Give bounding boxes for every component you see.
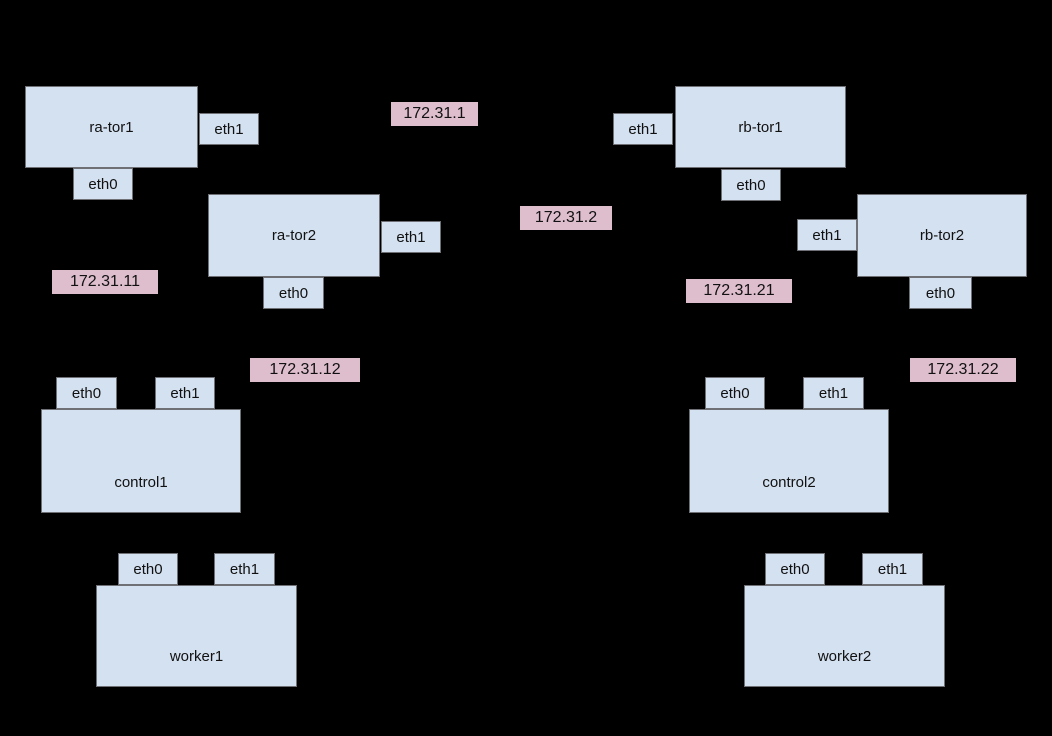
port-label: eth1 bbox=[170, 384, 200, 402]
network-label-text: 172.31.21 bbox=[703, 282, 775, 299]
node-label: control1 bbox=[114, 474, 168, 491]
node-label: worker2 bbox=[817, 648, 872, 665]
port-rb-tor2-eth0[interactable]: eth0 bbox=[909, 277, 972, 309]
port-ra-tor2-eth1[interactable]: eth1 bbox=[381, 221, 441, 253]
port-control2-eth0[interactable]: eth0 bbox=[705, 377, 765, 409]
port-label: eth1 bbox=[877, 560, 908, 578]
port-ra-tor1-eth1[interactable]: eth1 bbox=[199, 113, 259, 145]
network-label-text: 172.31.12 bbox=[269, 361, 341, 378]
network-label-172-31-11[interactable]: 172.31.11 bbox=[52, 270, 158, 294]
port-control1-eth1[interactable]: eth1 bbox=[155, 377, 215, 409]
port-label: eth1 bbox=[818, 384, 849, 402]
node-label: rb-tor2 bbox=[919, 227, 965, 244]
node-ra-tor1[interactable]: ra-tor1 bbox=[25, 86, 198, 168]
network-label-172-31-1[interactable]: 172.31.1 bbox=[391, 102, 478, 126]
port-rb-tor1-eth1[interactable]: eth1 bbox=[613, 113, 673, 145]
network-label-172-31-21[interactable]: 172.31.21 bbox=[686, 279, 792, 303]
port-worker2-eth1[interactable]: eth1 bbox=[862, 553, 923, 585]
port-label: eth1 bbox=[396, 228, 426, 246]
network-label-172-31-12[interactable]: 172.31.12 bbox=[250, 358, 360, 382]
port-label: eth0 bbox=[71, 384, 102, 402]
port-label: eth1 bbox=[812, 226, 842, 244]
port-ra-tor2-eth0[interactable]: eth0 bbox=[263, 277, 324, 309]
node-ra-tor2[interactable]: ra-tor2 bbox=[208, 194, 380, 277]
port-worker2-eth0[interactable]: eth0 bbox=[765, 553, 825, 585]
port-control1-eth0[interactable]: eth0 bbox=[56, 377, 117, 409]
network-label-text: 172.31.22 bbox=[927, 361, 999, 378]
node-worker1[interactable]: worker1 bbox=[96, 585, 297, 687]
node-worker2[interactable]: worker2 bbox=[744, 585, 945, 687]
node-control1[interactable]: control1 bbox=[41, 409, 241, 513]
node-label: ra-tor1 bbox=[89, 118, 134, 136]
port-rb-tor2-eth1[interactable]: eth1 bbox=[797, 219, 857, 251]
port-rb-tor1-eth0[interactable]: eth0 bbox=[721, 169, 781, 201]
node-label: ra-tor2 bbox=[271, 227, 317, 244]
network-label-172-31-22[interactable]: 172.31.22 bbox=[910, 358, 1016, 382]
port-label: eth0 bbox=[278, 284, 309, 302]
node-rb-tor2[interactable]: rb-tor2 bbox=[857, 194, 1027, 277]
port-label: eth1 bbox=[628, 120, 658, 138]
network-label-text: 172.31.1 bbox=[403, 105, 466, 122]
port-ra-tor1-eth0[interactable]: eth0 bbox=[73, 168, 133, 200]
port-label: eth0 bbox=[925, 284, 956, 302]
network-label-172-31-2[interactable]: 172.31.2 bbox=[520, 206, 612, 230]
node-rb-tor1[interactable]: rb-tor1 bbox=[675, 86, 846, 168]
node-label: worker1 bbox=[169, 648, 224, 665]
port-worker1-eth0[interactable]: eth0 bbox=[118, 553, 178, 585]
port-label: eth0 bbox=[88, 175, 118, 193]
port-worker1-eth1[interactable]: eth1 bbox=[214, 553, 275, 585]
node-control2[interactable]: control2 bbox=[689, 409, 889, 513]
port-control2-eth1[interactable]: eth1 bbox=[803, 377, 864, 409]
node-label: control2 bbox=[762, 474, 816, 491]
port-label: eth0 bbox=[780, 560, 810, 578]
port-label: eth1 bbox=[229, 560, 260, 578]
port-label: eth1 bbox=[214, 120, 244, 138]
port-label: eth0 bbox=[736, 176, 766, 194]
port-label: eth0 bbox=[720, 384, 750, 402]
port-label: eth0 bbox=[133, 560, 163, 578]
network-label-text: 172.31.2 bbox=[534, 209, 598, 226]
node-label: rb-tor1 bbox=[738, 118, 783, 136]
network-label-text: 172.31.11 bbox=[70, 273, 140, 290]
